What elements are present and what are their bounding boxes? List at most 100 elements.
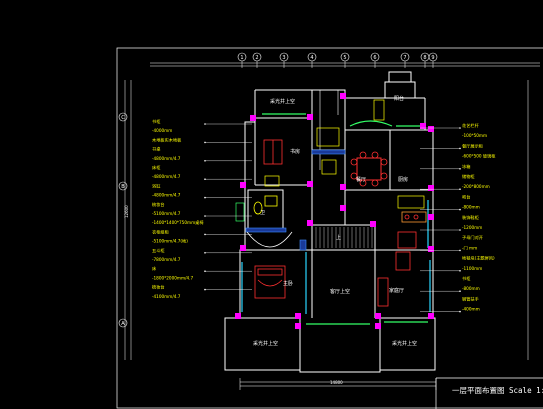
- annotation-label: 花艺栏杆: [462, 122, 480, 129]
- column: [428, 185, 434, 191]
- column: [340, 93, 346, 99]
- annotation-label: -门 mm: [462, 244, 477, 251]
- axis-bubble-label: B: [121, 184, 125, 190]
- title-block: 一层平面布置图 Scale 1:70: [452, 385, 543, 395]
- annotation-label: -800mm: [462, 286, 480, 291]
- annotation-label: -1400*1400*750mm桌椅: [152, 219, 204, 226]
- annotation-label: 床: [152, 265, 157, 272]
- annotation-label: -4800mm/4.7: [152, 174, 181, 179]
- annotation-label: 装饰鞋柜: [462, 214, 479, 221]
- windows: [241, 113, 431, 325]
- annotation-label: -4000mm: [152, 128, 172, 133]
- annotation-label: -4100mm/4.7: [152, 294, 181, 299]
- column: [428, 214, 434, 220]
- annotation-label: -1200mm: [462, 225, 482, 230]
- axis-bubble-label: 9: [431, 55, 434, 61]
- axis-bubble-top: 7: [400, 52, 410, 68]
- room-bottom-left: 采光井上空: [253, 340, 278, 347]
- annotation-label: 五斗柜: [152, 247, 165, 254]
- column: [420, 123, 426, 129]
- axis-bubble-top: 1: [237, 52, 247, 68]
- drawing-border: [116, 47, 543, 409]
- annotation-label: 木地板实木地板: [152, 136, 182, 143]
- column: [375, 313, 381, 319]
- room-study: 书房: [290, 148, 300, 155]
- room-stair: 上: [336, 234, 341, 241]
- annotation-label: 钢管扶手: [462, 295, 479, 302]
- annotation-label: 书柜: [462, 275, 470, 282]
- axis-bubble-left: A: [118, 318, 128, 328]
- annotation-label: 餐厅展示柜: [462, 142, 483, 149]
- hatched-walls: [245, 149, 346, 251]
- dim-bottom: 14800: [330, 380, 343, 385]
- axis-bubble-top: 9: [428, 52, 438, 68]
- column: [240, 182, 246, 188]
- axis-bubble-label: 8: [423, 55, 426, 61]
- annotation-label: 书柜: [152, 118, 160, 125]
- annotation-label: 书桌: [152, 146, 161, 153]
- room-toilet: 卫: [260, 210, 265, 216]
- axis-left: [124, 80, 132, 360]
- annotation-label: -400mm: [462, 307, 480, 312]
- furniture: [246, 139, 427, 307]
- column: [375, 323, 381, 329]
- annotation-label: 衣柜组柜: [152, 228, 169, 235]
- axis-bubble-label: C: [121, 115, 125, 121]
- axis-bubble-label: 6: [373, 55, 376, 61]
- column: [340, 205, 346, 211]
- room-master: 主卧: [283, 280, 293, 287]
- annotation-label: 储物柜: [462, 173, 475, 180]
- room-kitchen: 厨房: [398, 176, 408, 183]
- axis-bubble-label: 4: [310, 55, 313, 61]
- annotation-label: -800mm: [462, 205, 480, 210]
- stair: [315, 227, 373, 248]
- column: [370, 221, 376, 227]
- annotation-label: -7800mm/4.7: [152, 257, 181, 262]
- room-bottom-right: 采光井上空: [392, 340, 417, 347]
- room-family: 家庭厅: [389, 287, 404, 294]
- annotation-label: 地毯块(主题屏风): [462, 255, 495, 262]
- axis-bubble-label: 5: [343, 55, 346, 61]
- annotation-label: 浴缸: [152, 182, 161, 189]
- room-restaurant: 餐厅: [356, 176, 366, 183]
- axis-bubble-left: B: [118, 181, 128, 191]
- annotation-label: -4800mm/4.7: [152, 156, 181, 161]
- axis-bubble-label: 7: [403, 55, 406, 61]
- column: [235, 313, 241, 319]
- annotation-label: -5100mm/4.7: [152, 211, 181, 216]
- annotation-label: -200*800mm: [462, 184, 490, 189]
- column: [428, 126, 434, 132]
- column: [428, 246, 434, 252]
- axis-bubble-label: 2: [255, 55, 258, 61]
- axis-bubble-top: 6: [370, 52, 380, 68]
- column: [307, 181, 313, 187]
- annotation-label: -5100mm/4.7(地): [152, 238, 188, 244]
- annotation-label: 冰箱: [462, 163, 470, 170]
- annotation-label: -1800*2000mm/4.7: [152, 275, 193, 280]
- dim-left: 12600: [124, 205, 129, 218]
- annotation-label: -4800mm/4.7: [152, 193, 181, 198]
- column: [307, 114, 313, 120]
- annotation-label: -1100mm: [462, 266, 482, 271]
- column: [340, 184, 346, 190]
- axis-bubble-label: 3: [282, 55, 285, 61]
- room-living: 客厅上空: [330, 288, 350, 295]
- column: [295, 313, 301, 319]
- column: [428, 313, 434, 319]
- room-balcony: 阳台: [394, 95, 404, 102]
- room-labels: 采光井上空 书房 卫 餐厅 厨房 上 客厅上空 主卧 家庭厅 采光井上空 采光井…: [253, 95, 417, 347]
- axis-bubble-label: A: [121, 321, 125, 327]
- room-top-left: 采光井上空: [270, 98, 295, 105]
- annotation-label: 梳妆台: [152, 284, 165, 291]
- fixtures: [235, 99, 425, 222]
- annotation-label: 床柜: [152, 164, 160, 171]
- column: [250, 115, 256, 121]
- columns: [235, 93, 434, 329]
- annotation-label: -100*50mm: [462, 133, 487, 138]
- axis-bubble-left: C: [118, 112, 128, 122]
- column: [240, 245, 246, 251]
- column: [295, 323, 301, 329]
